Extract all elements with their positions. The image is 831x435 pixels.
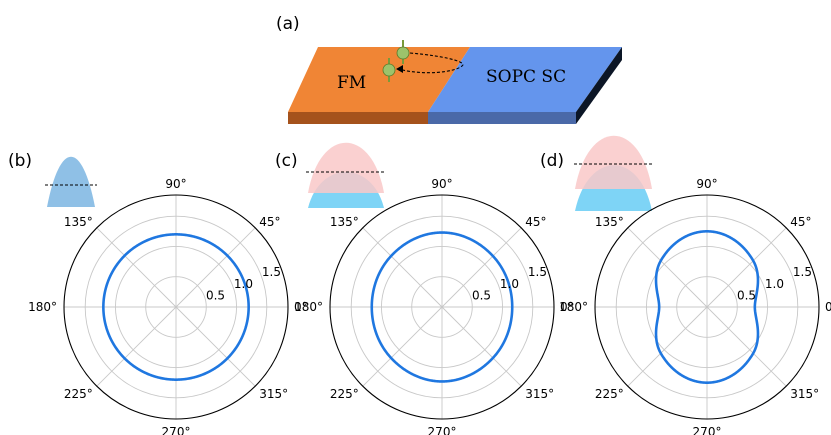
band-blue: [47, 156, 95, 207]
angular-gridline: [441, 306, 522, 387]
spin-up-electron: [396, 40, 410, 64]
angular-gridline: [706, 306, 787, 387]
sc-top-face: [428, 47, 622, 112]
radial-tick-label: 1.0: [500, 277, 519, 291]
angle-tick-label: 90°: [696, 177, 717, 191]
angle-tick-label: 0°: [294, 300, 308, 314]
angular-gridline: [175, 227, 256, 308]
angle-tick-label: 180°: [294, 300, 323, 314]
radial-tick-label: 1.0: [765, 277, 784, 291]
angular-gridline: [627, 227, 708, 308]
panel-label-d: (d): [540, 151, 564, 171]
angular-gridline: [96, 306, 177, 387]
radial-tick-label: 1.5: [793, 265, 812, 279]
fm-top-face: [288, 47, 470, 112]
angle-tick-label: 225°: [330, 387, 359, 401]
data-curve: [370, 231, 514, 383]
angle-tick-label: 270°: [428, 425, 457, 435]
angle-tick-label: 45°: [790, 215, 811, 229]
polar-plot-b: 0° 45° 90° 135° 180° 225° 270° 315° 0.5 1.0 1.5: [28, 177, 308, 435]
angular-gridline: [96, 227, 177, 308]
band-inset-c: [306, 142, 385, 208]
panel-label-b: (b): [8, 151, 32, 171]
angle-tick-label: 135°: [64, 215, 93, 229]
angle-tick-label: 315°: [525, 387, 554, 401]
angular-gridline: [175, 306, 256, 387]
radial-tick-label: 1.5: [528, 265, 547, 279]
radial-tick-label: 0.5: [737, 288, 756, 302]
band-inset-d: [574, 135, 652, 211]
spin-down-electron: [382, 58, 396, 82]
angle-tick-label: 225°: [64, 387, 93, 401]
radial-tick-label: 1.5: [262, 265, 281, 279]
angle-tick-label: 90°: [431, 177, 452, 191]
polar-plot-c: 0° 45° 90° 135° 180° 225° 270° 315° 0.5 1.0 1.5: [294, 177, 574, 435]
angle-tick-label: 0°: [560, 300, 574, 314]
angular-gridline: [441, 227, 522, 308]
fm-front-face: [288, 112, 428, 124]
band-inset-b: [45, 156, 97, 207]
arrow-head: [396, 65, 403, 73]
sc-front-face: [428, 112, 576, 124]
sc-side-face: [576, 47, 622, 124]
angle-tick-label: 90°: [165, 177, 186, 191]
angular-gridline: [706, 227, 787, 308]
data-curve: [654, 230, 760, 384]
sc-label: SOPC SC: [486, 67, 566, 87]
panel-label-c: (c): [275, 151, 298, 171]
angle-tick-label: 225°: [595, 387, 624, 401]
polar-frame: [63, 194, 289, 420]
polar-frame: [329, 194, 555, 420]
angle-tick-label: 45°: [259, 215, 280, 229]
data-curve: [102, 233, 250, 381]
polar-frame: [594, 194, 820, 420]
angle-tick-label: 270°: [162, 425, 191, 435]
radial-tick-label: 0.5: [206, 288, 225, 302]
schematic-slab: FM SOPC SC: [288, 40, 622, 124]
angular-gridline: [362, 227, 443, 308]
polar-plot-d: 0° 45° 90° 135° 180° 225° 270° 315° 0.5 1.0 1.5: [559, 177, 831, 435]
angle-tick-label: 135°: [330, 215, 359, 229]
panel-label-a: (a): [276, 14, 300, 34]
angle-tick-label: 135°: [595, 215, 624, 229]
angular-gridline: [627, 306, 708, 387]
angular-gridline: [362, 306, 443, 387]
angle-tick-label: 180°: [559, 300, 588, 314]
angle-tick-label: 270°: [693, 425, 722, 435]
angle-tick-label: 315°: [259, 387, 288, 401]
radial-tick-label: 0.5: [472, 288, 491, 302]
radial-tick-label: 1.0: [234, 277, 253, 291]
angle-tick-label: 315°: [790, 387, 819, 401]
angle-tick-label: 180°: [28, 300, 57, 314]
band-pink: [308, 142, 384, 193]
band-pink: [575, 135, 652, 189]
reflection-path-arrow: [397, 52, 464, 74]
angle-tick-label: 45°: [525, 215, 546, 229]
fm-label: FM: [337, 73, 366, 93]
angle-tick-label: 0°: [825, 300, 831, 314]
